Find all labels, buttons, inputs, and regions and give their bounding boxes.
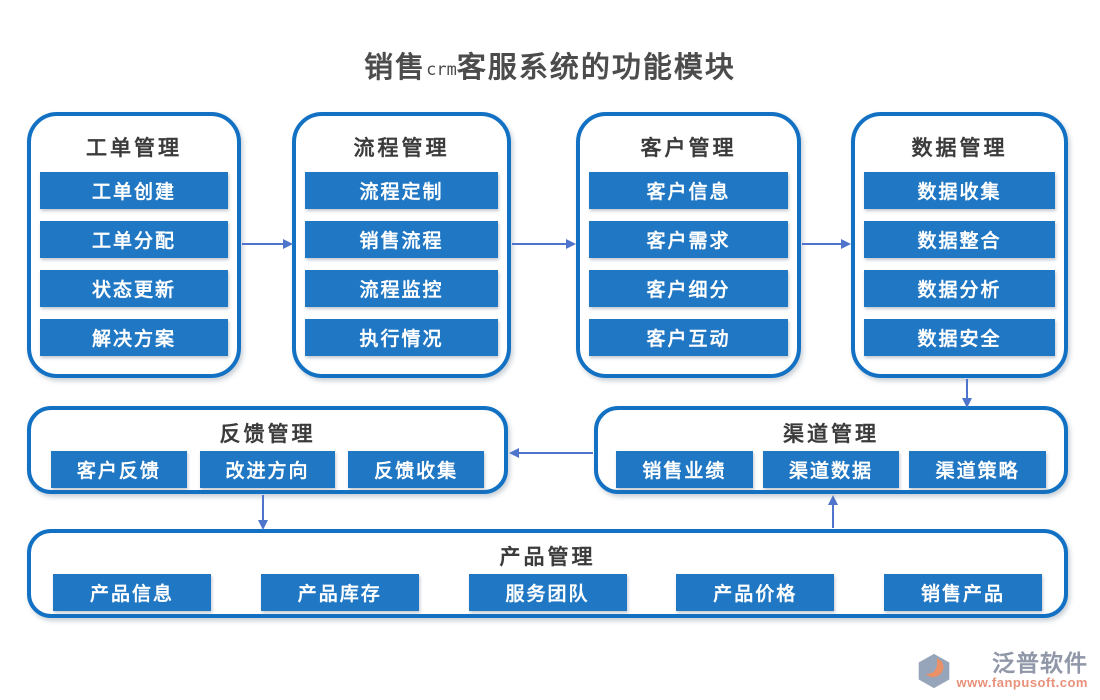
arrow-feedback-to-product — [258, 495, 268, 530]
item-button[interactable]: 客户互动 — [589, 319, 788, 356]
module-title: 流程管理 — [353, 136, 450, 160]
item-button[interactable]: 流程监控 — [305, 270, 498, 307]
item-button[interactable]: 客户信息 — [589, 172, 788, 209]
item-button[interactable]: 客户需求 — [589, 221, 788, 258]
item-button[interactable]: 销售流程 — [305, 221, 498, 258]
module-items: 销售业绩 渠道数据 渠道策略 — [598, 448, 1064, 488]
item-button[interactable]: 数据安全 — [864, 319, 1055, 356]
item-button[interactable]: 产品信息 — [53, 574, 211, 611]
module-product-management: 产品管理 产品信息 产品库存 服务团队 产品价格 销售产品 — [27, 529, 1068, 618]
title-prefix: 销售 — [364, 52, 427, 84]
arrow-data-to-channel — [962, 379, 972, 408]
module-channel-management: 渠道管理 销售业绩 渠道数据 渠道策略 — [594, 406, 1068, 494]
brand-website-link[interactable]: www.fanpusoft.com — [956, 675, 1088, 690]
item-button[interactable]: 数据收集 — [864, 172, 1055, 209]
item-button[interactable]: 工单分配 — [40, 221, 228, 258]
arrow-channel-to-feedback — [509, 448, 593, 458]
item-button[interactable]: 销售产品 — [884, 574, 1042, 611]
item-button[interactable]: 工单创建 — [40, 172, 228, 209]
arrow-process-to-customer — [512, 239, 576, 249]
page-title: 销售crm客服系统的功能模块 — [0, 44, 1100, 86]
item-button[interactable]: 解决方案 — [40, 319, 228, 356]
module-items: 数据收集 数据整合 数据分析 数据安全 — [855, 168, 1064, 356]
module-items: 客户信息 客户需求 客户细分 客户互动 — [580, 168, 797, 356]
item-button[interactable]: 执行情况 — [305, 319, 498, 356]
item-button[interactable]: 反馈收集 — [348, 451, 485, 488]
module-items: 工单创建 工单分配 状态更新 解决方案 — [31, 168, 237, 356]
module-customer-management: 客户管理 客户信息 客户需求 客户细分 客户互动 — [576, 112, 801, 378]
module-items: 产品信息 产品库存 服务团队 产品价格 销售产品 — [31, 571, 1064, 611]
item-button[interactable]: 数据分析 — [864, 270, 1055, 307]
item-button[interactable]: 状态更新 — [40, 270, 228, 307]
item-button[interactable]: 数据整合 — [864, 221, 1055, 258]
item-button[interactable]: 客户反馈 — [51, 451, 187, 488]
module-data-management: 数据管理 数据收集 数据整合 数据分析 数据安全 — [851, 112, 1068, 378]
module-work-order-management: 工单管理 工单创建 工单分配 状态更新 解决方案 — [27, 112, 241, 378]
module-title: 客户管理 — [640, 136, 737, 160]
title-suffix: 客服系统的功能模块 — [456, 52, 736, 84]
item-button[interactable]: 服务团队 — [468, 574, 627, 611]
title-latin: crm — [426, 60, 457, 80]
module-feedback-management: 反馈管理 客户反馈 改进方向 反馈收集 — [27, 406, 508, 494]
item-button[interactable]: 产品价格 — [676, 574, 835, 611]
arrow-workorder-to-process — [242, 239, 293, 249]
item-button[interactable]: 改进方向 — [199, 451, 336, 488]
module-title: 反馈管理 — [219, 422, 316, 446]
module-process-management: 流程管理 流程定制 销售流程 流程监控 执行情况 — [292, 112, 511, 378]
item-button[interactable]: 渠道数据 — [762, 451, 900, 488]
fanpu-logo-icon — [919, 653, 950, 688]
module-items: 客户反馈 改进方向 反馈收集 — [31, 448, 504, 488]
brand-text: 泛普软件 www.fanpusoft.com — [956, 651, 1088, 690]
item-button[interactable]: 客户细分 — [589, 270, 788, 307]
module-title: 数据管理 — [911, 136, 1008, 160]
module-items: 流程定制 销售流程 流程监控 执行情况 — [296, 168, 507, 356]
item-button[interactable]: 产品库存 — [260, 574, 419, 611]
footer-brand: 泛普软件 www.fanpusoft.com — [916, 651, 1088, 690]
item-button[interactable]: 渠道策略 — [909, 451, 1047, 488]
module-title: 渠道管理 — [783, 422, 879, 446]
brand-name: 泛普软件 — [992, 649, 1088, 676]
arrow-product-to-channel — [828, 495, 838, 528]
item-button[interactable]: 流程定制 — [305, 172, 498, 209]
module-title: 产品管理 — [499, 545, 596, 569]
module-title: 工单管理 — [86, 136, 182, 160]
arrow-customer-to-data — [802, 239, 851, 249]
item-button[interactable]: 销售业绩 — [616, 451, 753, 488]
